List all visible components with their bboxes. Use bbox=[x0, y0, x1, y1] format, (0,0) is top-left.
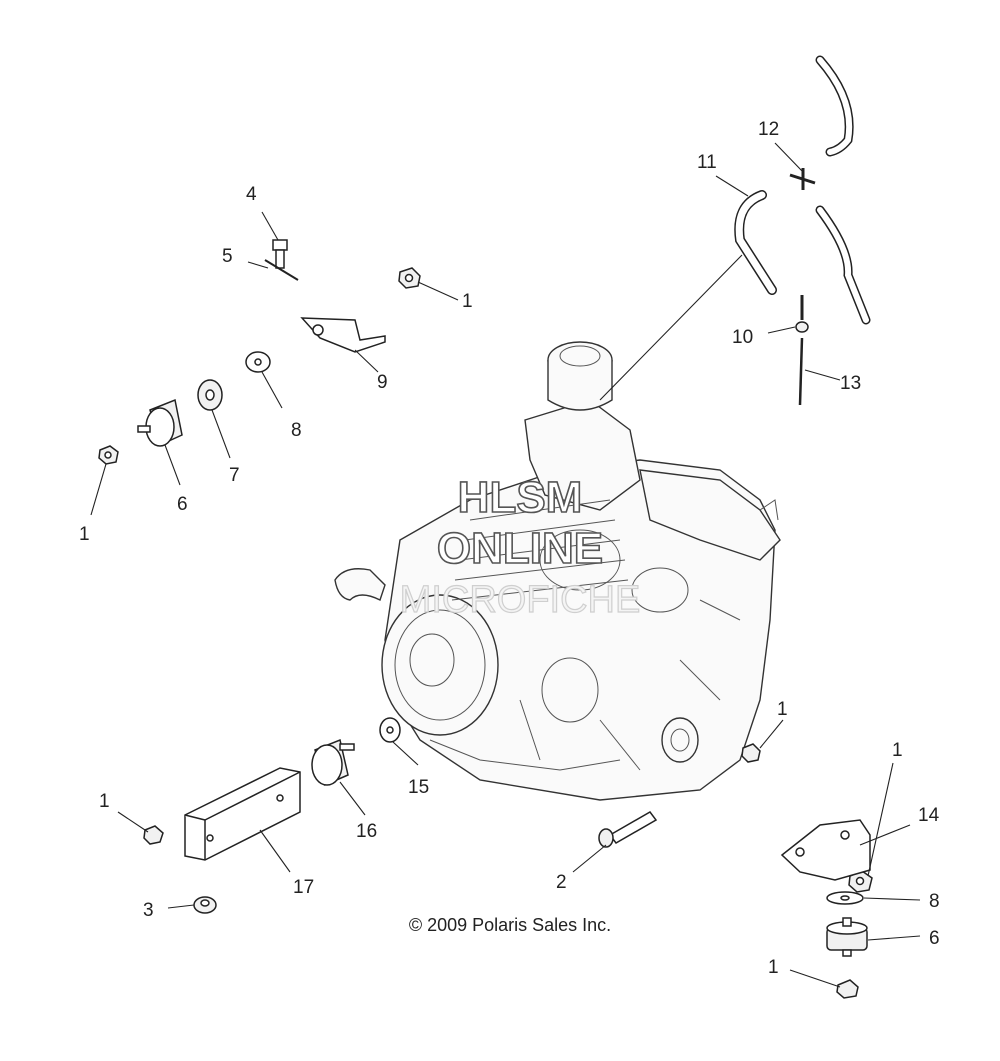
callout-16: 16 bbox=[356, 821, 377, 842]
callout-13: 13 bbox=[840, 373, 861, 394]
callout-labels: 4 5 1 9 8 7 6 1 11 12 10 13 1 1 14 15 16… bbox=[79, 119, 940, 978]
callout-2: 2 bbox=[556, 872, 567, 893]
watermark-line3: MICROFICHE bbox=[400, 579, 641, 621]
callout-12: 12 bbox=[758, 119, 779, 140]
callout-1: 1 bbox=[462, 291, 473, 312]
callout-1: 1 bbox=[892, 740, 903, 761]
callout-1: 1 bbox=[768, 957, 779, 978]
callout-1: 1 bbox=[99, 791, 110, 812]
leader-lines bbox=[90, 142, 921, 988]
callout-6: 6 bbox=[929, 928, 940, 949]
watermark-line2: ONLINE bbox=[437, 524, 603, 573]
callout-8: 8 bbox=[291, 420, 302, 441]
callout-8: 8 bbox=[929, 891, 940, 912]
callout-6: 6 bbox=[177, 494, 188, 515]
callout-4: 4 bbox=[246, 184, 257, 205]
hose-parts bbox=[599, 55, 871, 406]
callout-9: 9 bbox=[377, 372, 388, 393]
callout-17: 17 bbox=[293, 877, 314, 898]
callout-15: 15 bbox=[408, 777, 429, 798]
callout-5: 5 bbox=[222, 246, 233, 267]
watermark: HLSM ONLINE MICROFICHE bbox=[399, 472, 641, 621]
callout-10: 10 bbox=[732, 327, 753, 348]
small-parts bbox=[98, 239, 873, 999]
callout-11: 11 bbox=[697, 152, 717, 173]
callout-1: 1 bbox=[79, 524, 90, 545]
callout-7: 7 bbox=[229, 465, 240, 486]
callout-1: 1 bbox=[777, 699, 788, 720]
callout-14: 14 bbox=[918, 805, 940, 826]
callout-3: 3 bbox=[143, 900, 154, 921]
copyright-text: © 2009 Polaris Sales Inc. bbox=[409, 915, 611, 935]
engine-assembly bbox=[334, 341, 781, 801]
watermark-line1: HLSM bbox=[458, 473, 583, 522]
